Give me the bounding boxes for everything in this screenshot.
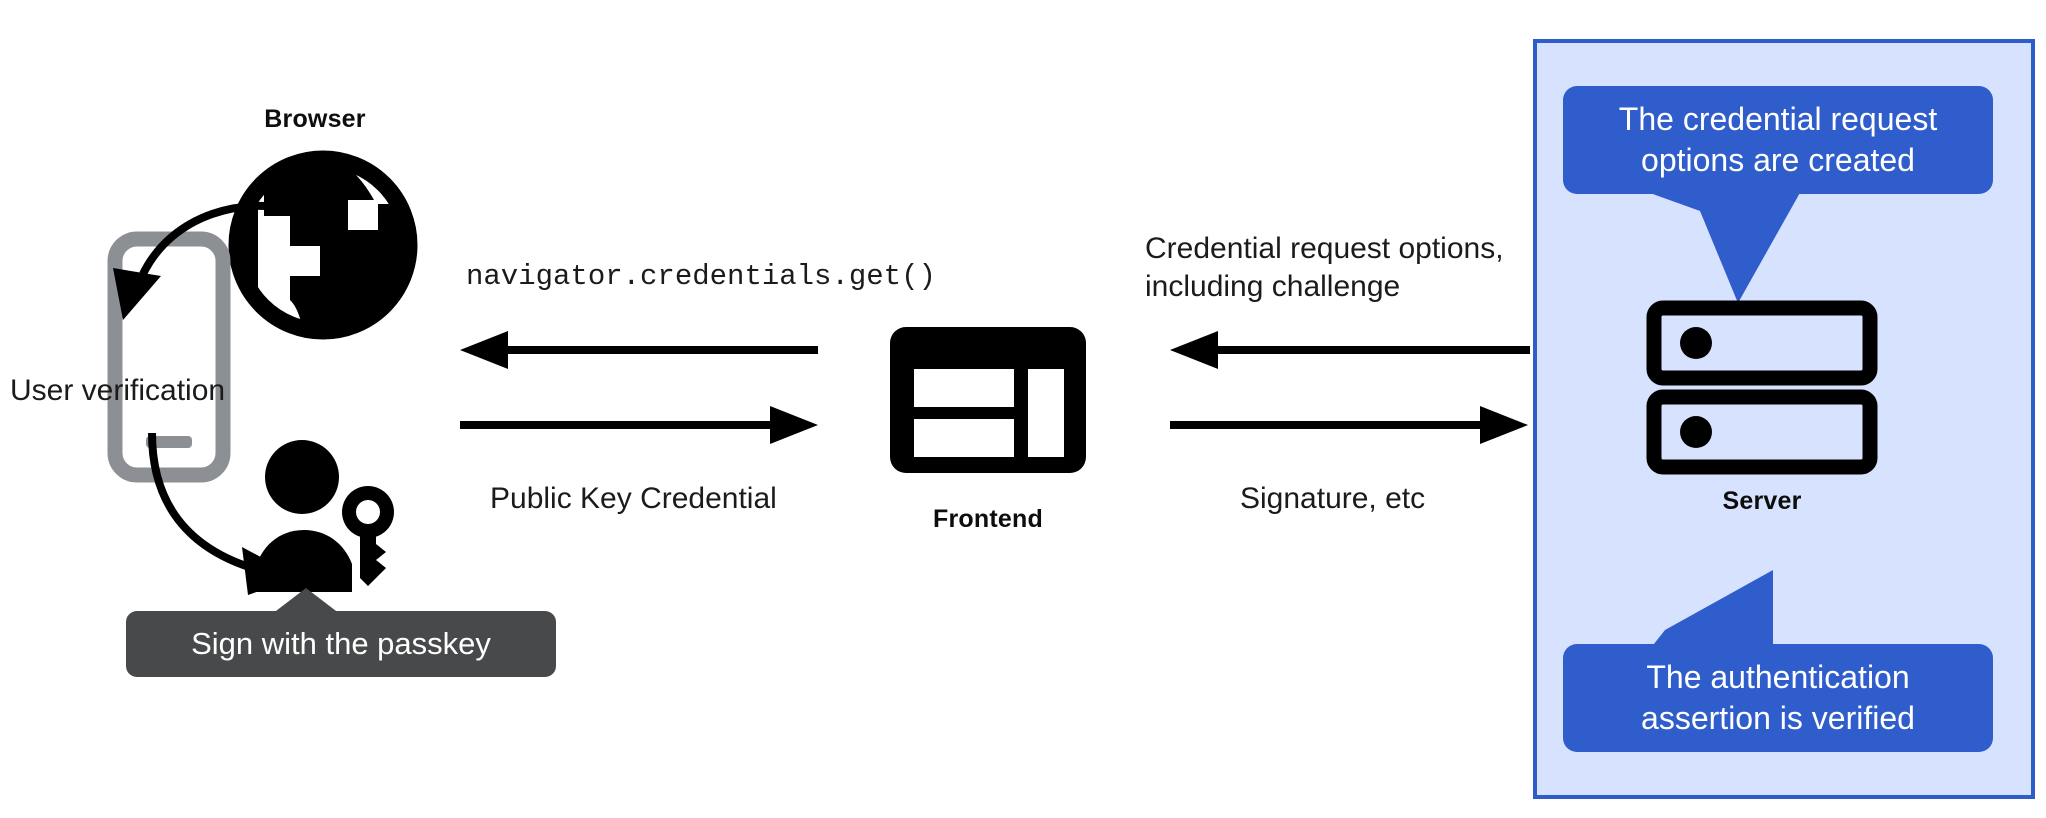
credential-options-callout-tail bbox=[1600, 175, 1810, 303]
server-label: Server bbox=[1722, 487, 1802, 515]
signature-etc-label: Signature, etc bbox=[1240, 482, 1426, 515]
server-rack-icon bbox=[1646, 300, 1878, 475]
assertion-verified-callout: The authentication assertion is verified bbox=[1563, 644, 1993, 752]
passkey-tooltip-text: Sign with the passkey bbox=[191, 626, 491, 661]
person-with-key-icon bbox=[252, 440, 394, 592]
frontend-to-server-arrow bbox=[1170, 406, 1528, 444]
navigator-credentials-get-label: navigator.credentials.get() bbox=[466, 260, 936, 293]
browser-to-frontend-arrow bbox=[460, 331, 818, 369]
credential-options-callout-text: The credential request options are creat… bbox=[1618, 101, 1938, 178]
passkey-tooltip-tail bbox=[272, 588, 340, 614]
frontend-label: Frontend bbox=[933, 505, 1043, 533]
credential-request-options-label: Credential request options, including ch… bbox=[1145, 232, 1504, 303]
frontend-to-browser-arrow bbox=[460, 406, 818, 444]
user-verification-label: User verification bbox=[10, 374, 226, 407]
passkey-tooltip: Sign with the passkey bbox=[126, 611, 556, 677]
browser-label: Browser bbox=[264, 105, 366, 133]
assertion-verified-callout-text: The authentication assertion is verified bbox=[1641, 659, 1915, 736]
public-key-credential-label: Public Key Credential bbox=[490, 482, 777, 515]
credential-options-callout: The credential request options are creat… bbox=[1563, 86, 1993, 194]
web-layout-icon bbox=[890, 327, 1086, 473]
globe-icon bbox=[228, 150, 418, 340]
server-to-frontend-arrow bbox=[1170, 331, 1530, 369]
browser-to-phone-arrow bbox=[113, 201, 302, 320]
